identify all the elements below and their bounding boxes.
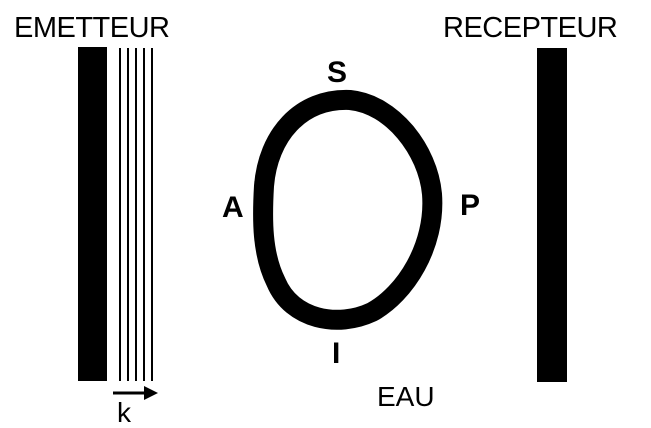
emitter-label: EMETTEUR: [14, 14, 170, 43]
medium-label: EAU: [377, 383, 435, 411]
wavefront-lines: [120, 48, 152, 381]
wave-vector-label: k: [117, 399, 131, 427]
point-s-label: S: [327, 58, 347, 88]
point-i-label: I: [332, 339, 340, 369]
point-a-label: A: [222, 193, 244, 223]
emitter-plate: [78, 47, 107, 381]
receiver-plate: [537, 48, 567, 382]
point-p-label: P: [460, 191, 480, 221]
receiver-label: RECEPTEUR: [443, 14, 617, 43]
sample-ring: [263, 100, 432, 320]
